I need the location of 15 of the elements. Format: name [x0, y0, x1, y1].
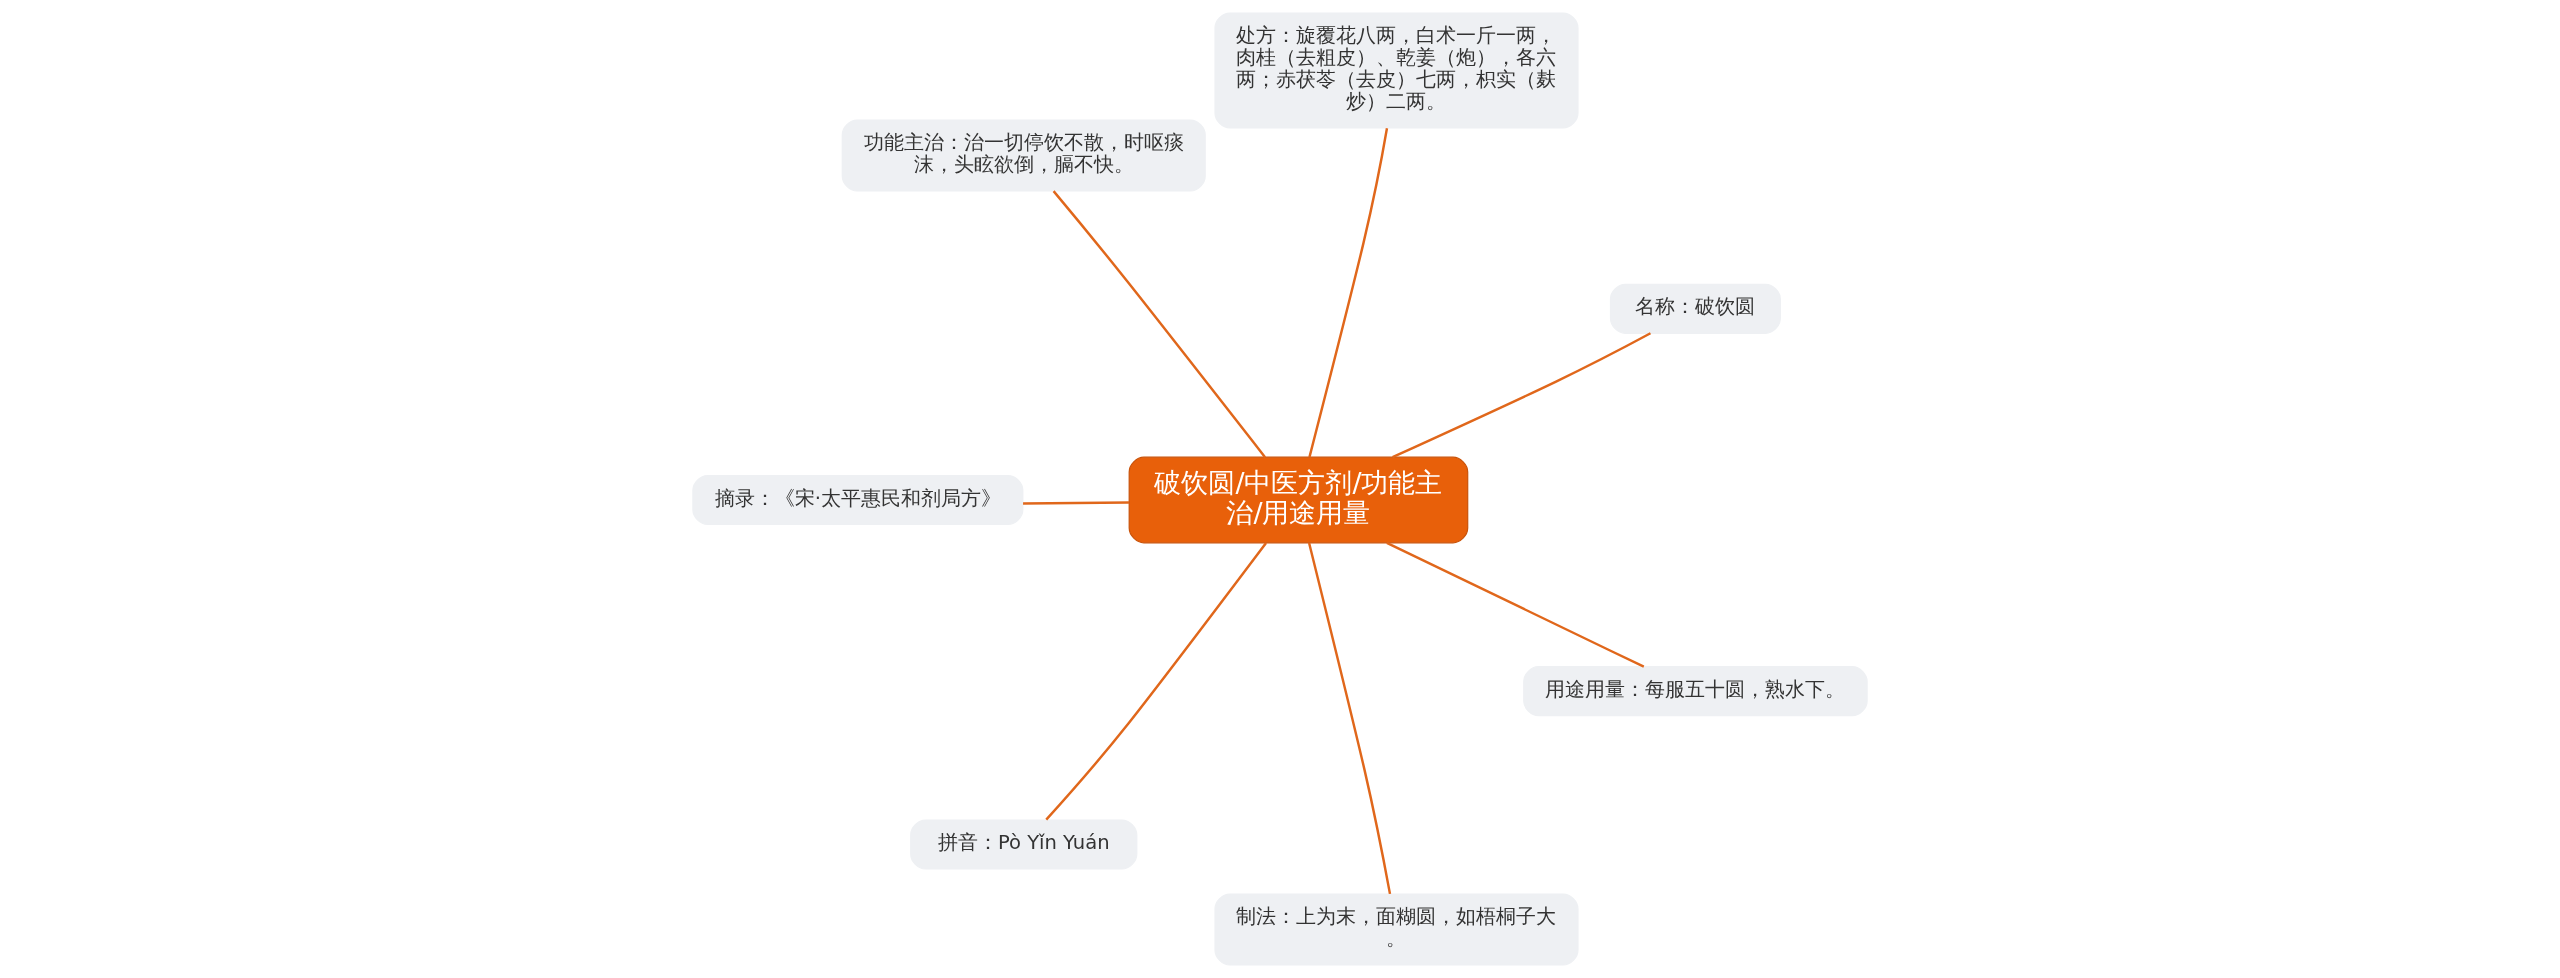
node-box: 功能主治：治一切停饮不散，时呕痰沫，头眩欲倒，膈不快。	[841, 119, 1206, 192]
connector	[1392, 332, 1652, 459]
connector	[1023, 501, 1130, 505]
node-box: 名称：破饮圆	[1609, 283, 1781, 334]
node-box: 处方：旋覆花八两，白术一斤一两，肉桂（去粗皮）、乾姜（炮），各六两；赤茯苓（去皮）七两，枳实（麸炒）二两。	[1214, 12, 1579, 129]
connector	[1052, 190, 1266, 458]
node-box: 摘录：《宋·太平惠民和剂局方》	[692, 474, 1024, 526]
connector	[1045, 542, 1267, 821]
connector	[1386, 541, 1645, 668]
node-box: 破饮圆/中医方剂/功能主治/用途用量	[1128, 456, 1469, 544]
node-box: 用途用量：每服五十圆，熟水下。	[1523, 666, 1868, 717]
node-box: 制法：上为末，面糊圆，如梧桐子大。	[1214, 893, 1579, 966]
connector	[1308, 128, 1389, 458]
node-box: 拼音：Pò Yǐn Yuán	[910, 819, 1138, 870]
connector	[1307, 542, 1392, 895]
